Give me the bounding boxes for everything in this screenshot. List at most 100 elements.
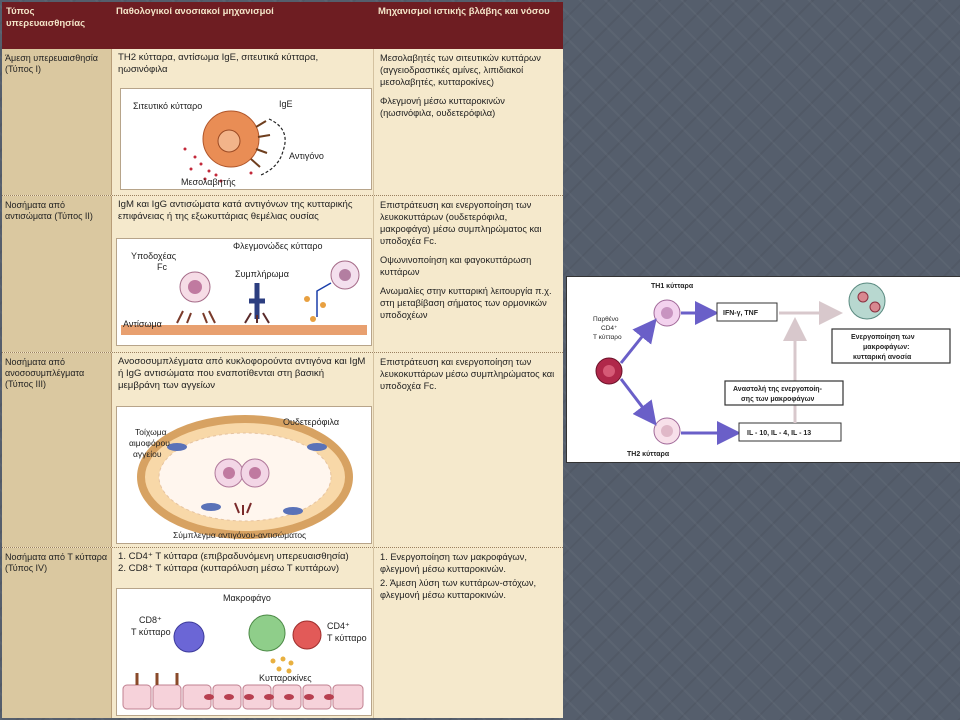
row-mechanism-4: 1. CD4⁺ T κύτταρα (επιβραδυνόμενη υπερευ…	[112, 548, 374, 718]
endothelial-nucleus	[307, 443, 327, 451]
antigen-chain	[260, 118, 286, 176]
bound-antibodies	[244, 312, 270, 324]
row-mechanism-2-text: IgM και IgG αντισώματα κατά αντιγόνων τη…	[118, 199, 353, 222]
row-separator	[2, 195, 563, 196]
mast-cell-label: Σιτευτικό κύτταρο	[133, 101, 202, 111]
complement-fragments	[304, 296, 326, 322]
neutrophil-nucleus	[223, 467, 235, 479]
immune-complex-label: Σύμπλεγμα αντιγόνου-αντισώματος	[173, 530, 306, 540]
figure-type-2: Υποδοχέας Fc Φλεγμονώδες κύτταρο Συμπλήρ…	[116, 238, 372, 346]
mhc-receptors	[135, 673, 179, 685]
vessel-wall-label-line2: αιμοφόρου	[129, 438, 170, 448]
mediator-label: Μεσολαβητής	[181, 177, 236, 187]
row-mechanism-2: IgM και IgG αντισώματα κατά αντιγόνων τη…	[112, 196, 374, 352]
th-pathway-diagram: Παρθένο CD4⁺ T κύτταρο TH1 κύτταρα TH2 κ…	[593, 282, 951, 458]
naive-label-line1: Παρθένο	[593, 315, 619, 323]
cd4-label-line2: T κύτταρο	[327, 633, 367, 643]
row-mechanism-4-item-2: 2. CD8⁺ T κύτταρα (κυτταρόλυση μέσω Τ κυ…	[118, 563, 340, 574]
activated-macrophage	[848, 282, 886, 320]
macrophage-vacuole	[857, 291, 869, 303]
cd8-t-cell	[173, 621, 205, 653]
row-mechanism-3: Ανοσοσυμπλέγματα από κυκλοφορούντα αντιγ…	[112, 353, 374, 547]
tissue-membrane	[121, 325, 367, 335]
naive-label-line3: T κύτταρο	[593, 333, 622, 341]
activation-line2: μακροφάγων:	[863, 344, 909, 351]
th2-cell-nucleus	[661, 425, 673, 437]
row-damage-2-item-2: Οψωνινοποίηση και φαγοκυττάρωση κυττάρων	[380, 255, 532, 277]
mediator-dots	[183, 147, 253, 183]
cytokine-dots	[270, 656, 294, 674]
cytokines-label: Κυτταροκίνες	[259, 673, 312, 683]
inflammatory-cell-nucleus	[339, 269, 351, 281]
endothelial-nucleus	[201, 503, 221, 511]
row-type-1: Άμεση υπερευαισθησία (Τύπος I)	[2, 49, 112, 195]
row-damage-4: 1. Ενεργοποίηση των μακροφάγων, φλεγμονή…	[374, 548, 563, 718]
antibody-label: Αντίσωμα	[123, 319, 162, 329]
arrow-naive-to-th2	[619, 378, 657, 426]
row-mechanism-1: TH2 κύτταρα, αντίσωμα IgE, σιτευτικά κύτ…	[112, 49, 374, 195]
arrow-naive-to-th1	[619, 318, 657, 364]
row-damage-2-item-3: Ανωμαλίες στην κυτταρική λειτουργία π.χ.…	[380, 286, 552, 320]
header-damage: Μηχανισμοί ιστικής βλάβης και νόσου	[374, 2, 563, 49]
row-mechanism-3-text: Ανοσοσυμπλέγματα από κυκλοφορούντα αντιγ…	[118, 356, 366, 391]
inhibition-line2: σης των μακροφάγων	[741, 396, 815, 403]
inhibition-box	[724, 380, 844, 406]
row-type-2: Νοσήματα από αντισώματα (Τύπος II)	[2, 196, 112, 352]
row-damage-2: Επιστράτευση και ενεργοποίηση των λευκοκ…	[374, 196, 563, 352]
row-damage-3-item-1: Επιστράτευση και ενεργοποίηση των λευκοκ…	[380, 357, 555, 391]
row-separator	[2, 352, 563, 353]
inflammatory-cell-label: Φλεγμονώδες κύτταρο	[233, 241, 323, 251]
row-type-4: Νοσήματα από Τ κύτταρα (Τύπος IV)	[2, 548, 112, 718]
cd4-t-cell	[292, 620, 322, 650]
row-damage-2-item-1: Επιστράτευση και ενεργοποίηση των λευκοκ…	[380, 200, 542, 246]
fc-receptor-label-line1: Υποδοχέας	[131, 251, 177, 261]
antigen-label: Αντιγόνο	[289, 151, 324, 161]
ifn-box	[716, 302, 778, 322]
ifn-text: IFN-γ, TNF	[723, 310, 759, 317]
cd8-label-line2: T κύτταρο	[131, 627, 171, 637]
naive-label-line2: CD4⁺	[601, 325, 618, 332]
ige-receptors	[250, 120, 271, 168]
endothelial-nucleus	[167, 443, 187, 451]
row-damage-3: Επιστράτευση και ενεργοποίηση των λευκοκ…	[374, 353, 563, 547]
th1-label: TH1 κύτταρα	[651, 283, 694, 290]
th2-label: TH2 κύτταρα	[627, 451, 670, 458]
activation-box	[831, 328, 951, 364]
phagocyte-nucleus	[188, 280, 202, 294]
figure-type-4: CD8⁺ T κύτταρο Μακροφάγο CD4⁺ T κύτταρο …	[116, 588, 372, 716]
endothelial-nucleus	[283, 507, 303, 515]
row-damage-1-item-1: Μεσολαβητές των σιτευτικών κυττάρων (αγγ…	[380, 53, 541, 87]
fc-antibodies	[176, 310, 216, 324]
cd8-label-line1: CD8⁺	[139, 615, 162, 625]
row-mechanism-1-text: TH2 κύτταρα, αντίσωμα IgE, σιτευτικά κύτ…	[118, 52, 319, 75]
row-damage-4-item-2: 2. Άμεση λύση των κυττάρων-στόχων, φλεγμ…	[380, 578, 537, 600]
inhibition-line1: Αναστολή της ενεργοποίη-	[733, 385, 823, 393]
th1-cell-nucleus	[661, 307, 673, 319]
row-damage-1: Μεσολαβητές των σιτευτικών κυττάρων (αγγ…	[374, 49, 563, 195]
figure-type-1: Σιτευτικό κύτταρο IgE Αντιγόνο Μεσολαβητ…	[120, 88, 372, 190]
chemotaxis-arrow	[316, 282, 332, 317]
neutrophil-nucleus	[249, 467, 261, 479]
figure-type-3: Ουδετερόφιλα Τοίχωμα αιμοφόρου αγγείου Σ…	[116, 406, 372, 544]
header-mechanism: Παθολογικοί ανοσιακοί μηχανισμοί	[112, 2, 374, 49]
neutrophil-label: Ουδετερόφιλα	[283, 417, 339, 427]
th-pathway-inset: Παρθένο CD4⁺ T κύτταρο TH1 κύτταρα TH2 κ…	[566, 276, 960, 463]
interleukin-box	[738, 422, 842, 442]
row-damage-1-item-2: Φλεγμονή μέσω κυτταροκινών (ηωσινόφιλα, …	[380, 96, 505, 118]
activation-line1: Ενεργοποίηση των	[851, 334, 915, 341]
cd4-label-line1: CD4⁺	[327, 621, 350, 631]
ige-label: IgE	[279, 99, 293, 109]
complement-complex	[249, 283, 265, 319]
macrophage-vacuole	[869, 301, 881, 313]
header-type: Τύπος υπερευαισθησίας	[2, 2, 112, 49]
complement-label: Συμπλήρωμα	[235, 269, 289, 279]
vessel-wall-label-line3: αγγείου	[133, 449, 162, 459]
interleukin-text: IL - 10, IL - 4, IL - 13	[747, 430, 811, 437]
row-separator	[2, 547, 563, 548]
fc-receptor-label-line2: Fc	[157, 262, 167, 272]
mast-cell-nucleus	[217, 129, 241, 153]
hypersensitivity-table: Τύπος υπερευαισθησίας Παθολογικοί ανοσια…	[2, 2, 563, 718]
epithelium-layer	[122, 684, 364, 710]
macrophage-label: Μακροφάγο	[223, 593, 271, 603]
macrophage-cell	[248, 614, 286, 652]
